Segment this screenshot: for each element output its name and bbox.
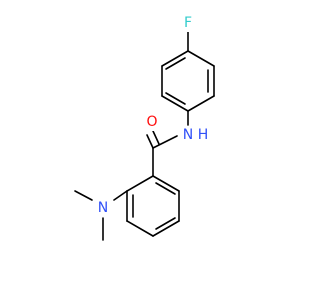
aminophenyl-ring-bonds	[126, 175, 180, 237]
bond-ring-n	[113, 190, 128, 201]
amide-bonds	[146, 110, 189, 177]
fluorophenyl-ring-bonds	[161, 29, 215, 112]
bond-double-inner	[155, 217, 176, 230]
bond	[126, 220, 154, 237]
dimethylamino-bonds	[74, 190, 128, 241]
bond-double-inner	[165, 92, 186, 105]
bond-double-inner	[155, 182, 176, 195]
bond	[161, 95, 189, 112]
amide-nitrogen-label: N	[183, 127, 193, 143]
bond	[187, 50, 215, 67]
bond	[161, 50, 189, 67]
fluorine-label: F	[184, 15, 192, 31]
carbonyl-oxygen-label: O	[146, 114, 157, 130]
amide-hydrogen-label: H	[198, 127, 209, 143]
bond	[152, 220, 180, 237]
bond-carbonyl-double-2	[152, 130, 160, 145]
bond-n-methyl-1	[74, 190, 93, 201]
bond-n-carbonyl	[152, 135, 178, 149]
bond-double-inner	[165, 57, 186, 70]
bond	[152, 175, 180, 192]
atom-labels: F N H O N	[96, 14, 209, 217]
bond	[126, 175, 154, 192]
bond	[187, 95, 215, 112]
bond-carbonyl-double-1	[146, 134, 154, 149]
amine-nitrogen-label: N	[98, 200, 108, 216]
molecule-structure: F N H O N	[74, 14, 215, 241]
